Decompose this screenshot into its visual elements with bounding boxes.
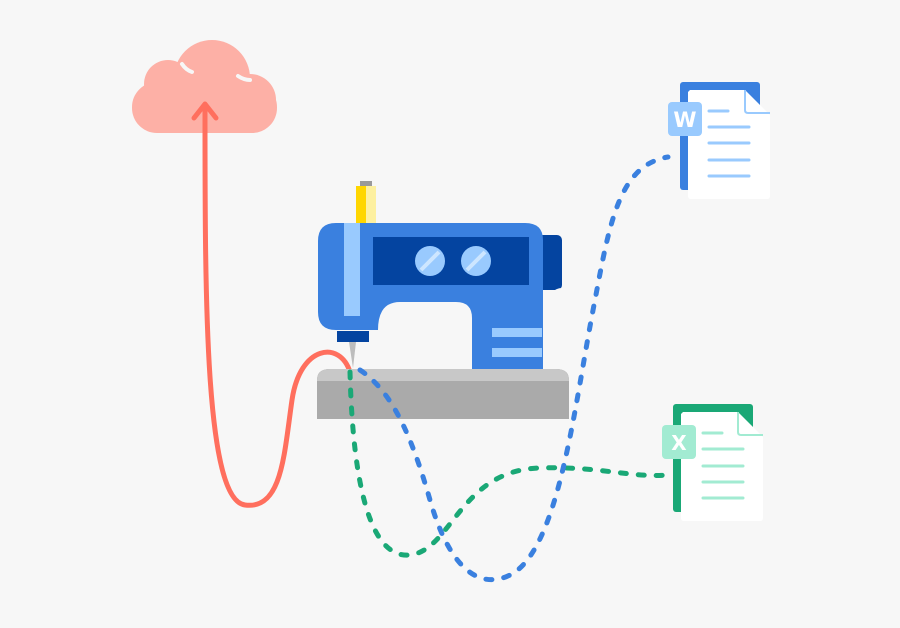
upload-thread-line bbox=[202, 107, 353, 508]
thread-spool-icon bbox=[356, 181, 376, 224]
arrow-up-icon bbox=[191, 101, 219, 121]
spreadsheet-document-icon: X bbox=[662, 404, 763, 521]
word-document-icon: W bbox=[668, 82, 770, 199]
sewing-machine-icon bbox=[317, 223, 576, 419]
document-thread-line bbox=[357, 154, 671, 583]
spreadsheet-thread-line bbox=[347, 369, 671, 558]
spreadsheet-badge-label: X bbox=[671, 431, 687, 455]
word-badge-label: W bbox=[673, 108, 696, 132]
